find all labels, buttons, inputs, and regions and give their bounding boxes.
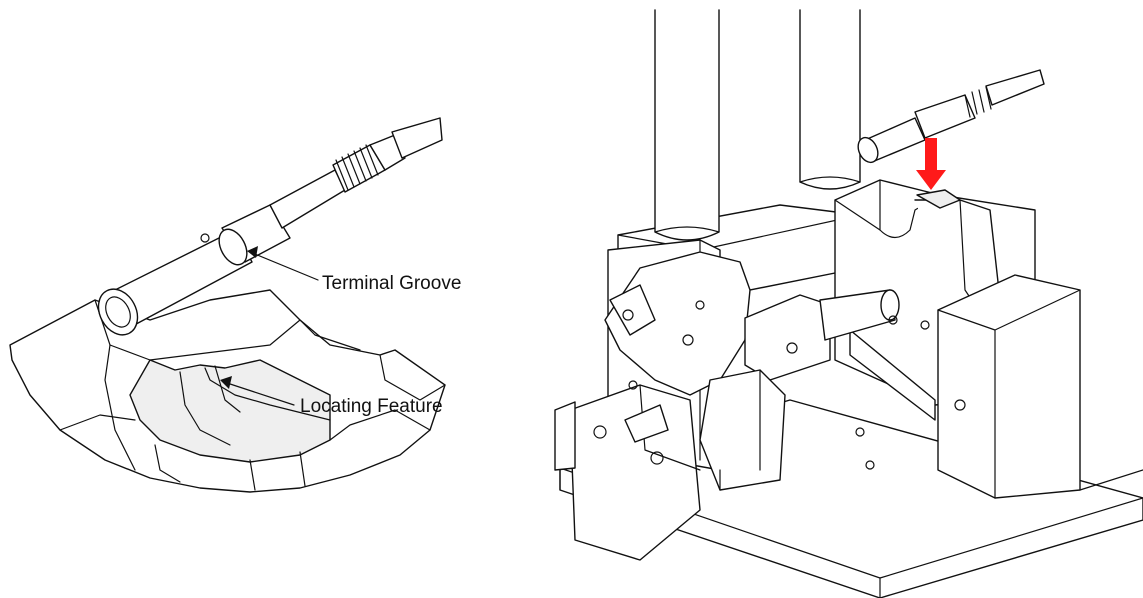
insert-direction-arrow xyxy=(916,138,946,190)
locating-feature-leader xyxy=(223,381,295,406)
guide-posts xyxy=(654,9,861,241)
assembly-terminal xyxy=(857,69,1045,164)
mount-hole xyxy=(865,460,875,470)
locating-feature-arrowhead xyxy=(220,376,232,389)
locating-nest xyxy=(9,289,446,493)
locating-feature-label: Locating Feature xyxy=(300,396,443,417)
mount-hole xyxy=(855,427,865,437)
front-jaw xyxy=(554,380,701,561)
left-bracket xyxy=(609,284,656,336)
terminal-groove-label: Terminal Groove xyxy=(322,273,461,294)
detail-view-terminal-in-nest: Terminal Groove Locating Feature xyxy=(9,117,461,493)
terminal-groove-arrowhead xyxy=(247,246,258,258)
mount-hole xyxy=(888,315,898,325)
terminal-groove-leader xyxy=(249,251,319,281)
mount-hole xyxy=(920,320,930,330)
front-cover xyxy=(937,274,1143,499)
assembly-view-crimp-tool xyxy=(554,9,1143,598)
terminal xyxy=(97,117,443,336)
